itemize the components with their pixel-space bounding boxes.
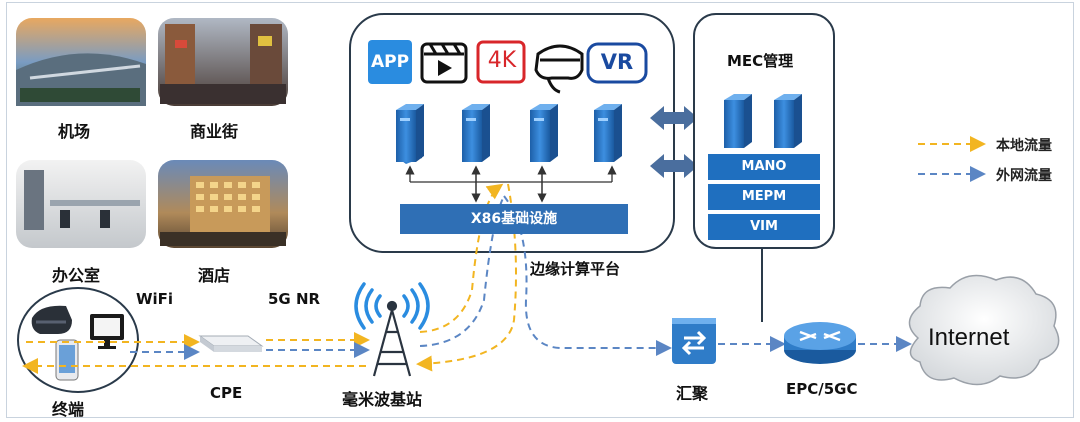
- 5g-nr-label: 5G NR: [268, 290, 321, 308]
- hotel-label: 酒店: [198, 266, 231, 285]
- mmwave-tower: [372, 300, 412, 377]
- aggregation-switch-icon: [672, 318, 716, 364]
- monitor-icon: [90, 314, 124, 349]
- edge-server-3: [530, 104, 558, 162]
- street-photo: [158, 18, 288, 106]
- app-icon-label: APP: [370, 52, 410, 72]
- mec-title: MEC管理: [727, 52, 794, 70]
- edge-server-4: [594, 104, 622, 162]
- mec-server-1: [724, 94, 752, 148]
- tower-signal-icon: [354, 282, 430, 330]
- aggregation-label: 汇聚: [676, 384, 709, 403]
- core-router-icon: [784, 322, 856, 364]
- legend-local-label: 本地流量: [996, 138, 1052, 154]
- hotel-photo: [158, 160, 288, 248]
- 4k-icon-label: 4K: [487, 48, 517, 73]
- video-player-icon: [420, 42, 468, 84]
- smartphone-icon: [55, 339, 79, 381]
- mepm-bar: MEPM: [708, 184, 820, 210]
- app-icon: [368, 40, 412, 84]
- edge-mec-link-top: [650, 106, 698, 130]
- terminal-label: 终端: [52, 400, 85, 419]
- cpe-device: [198, 335, 264, 352]
- vr-icon-label: VR: [600, 50, 634, 74]
- station-label: 毫米波基站: [342, 390, 423, 409]
- edge-platform-label: 边缘计算平台: [530, 260, 621, 278]
- vim-bar: VIM: [708, 214, 820, 240]
- edge-mec-link-bottom: [650, 154, 698, 178]
- server-interconnect: [405, 165, 617, 203]
- cpe-label: CPE: [210, 384, 243, 402]
- wifi-label: WiFi: [136, 290, 174, 308]
- legend-external-label: 外网流量: [996, 168, 1052, 184]
- airport-photo: [16, 18, 146, 106]
- mec-server-2: [774, 94, 802, 148]
- vr-goggles-icon: [31, 305, 72, 334]
- internet-cloud: [908, 274, 1060, 386]
- core-label: EPC/5GC: [786, 380, 858, 398]
- street-label: 商业街: [190, 122, 239, 141]
- office-label: 办公室: [52, 266, 101, 285]
- edge-server-2: [462, 104, 490, 162]
- x86-infrastructure-bar: X86基础设施: [400, 204, 628, 234]
- mano-bar: MANO: [708, 154, 820, 180]
- vr-icon: [586, 42, 648, 84]
- 4k-icon: [476, 40, 526, 84]
- airport-label: 机场: [58, 122, 91, 141]
- internet-label: Internet: [928, 324, 1010, 351]
- vr-headset-icon: [534, 44, 584, 94]
- office-photo: [16, 160, 146, 248]
